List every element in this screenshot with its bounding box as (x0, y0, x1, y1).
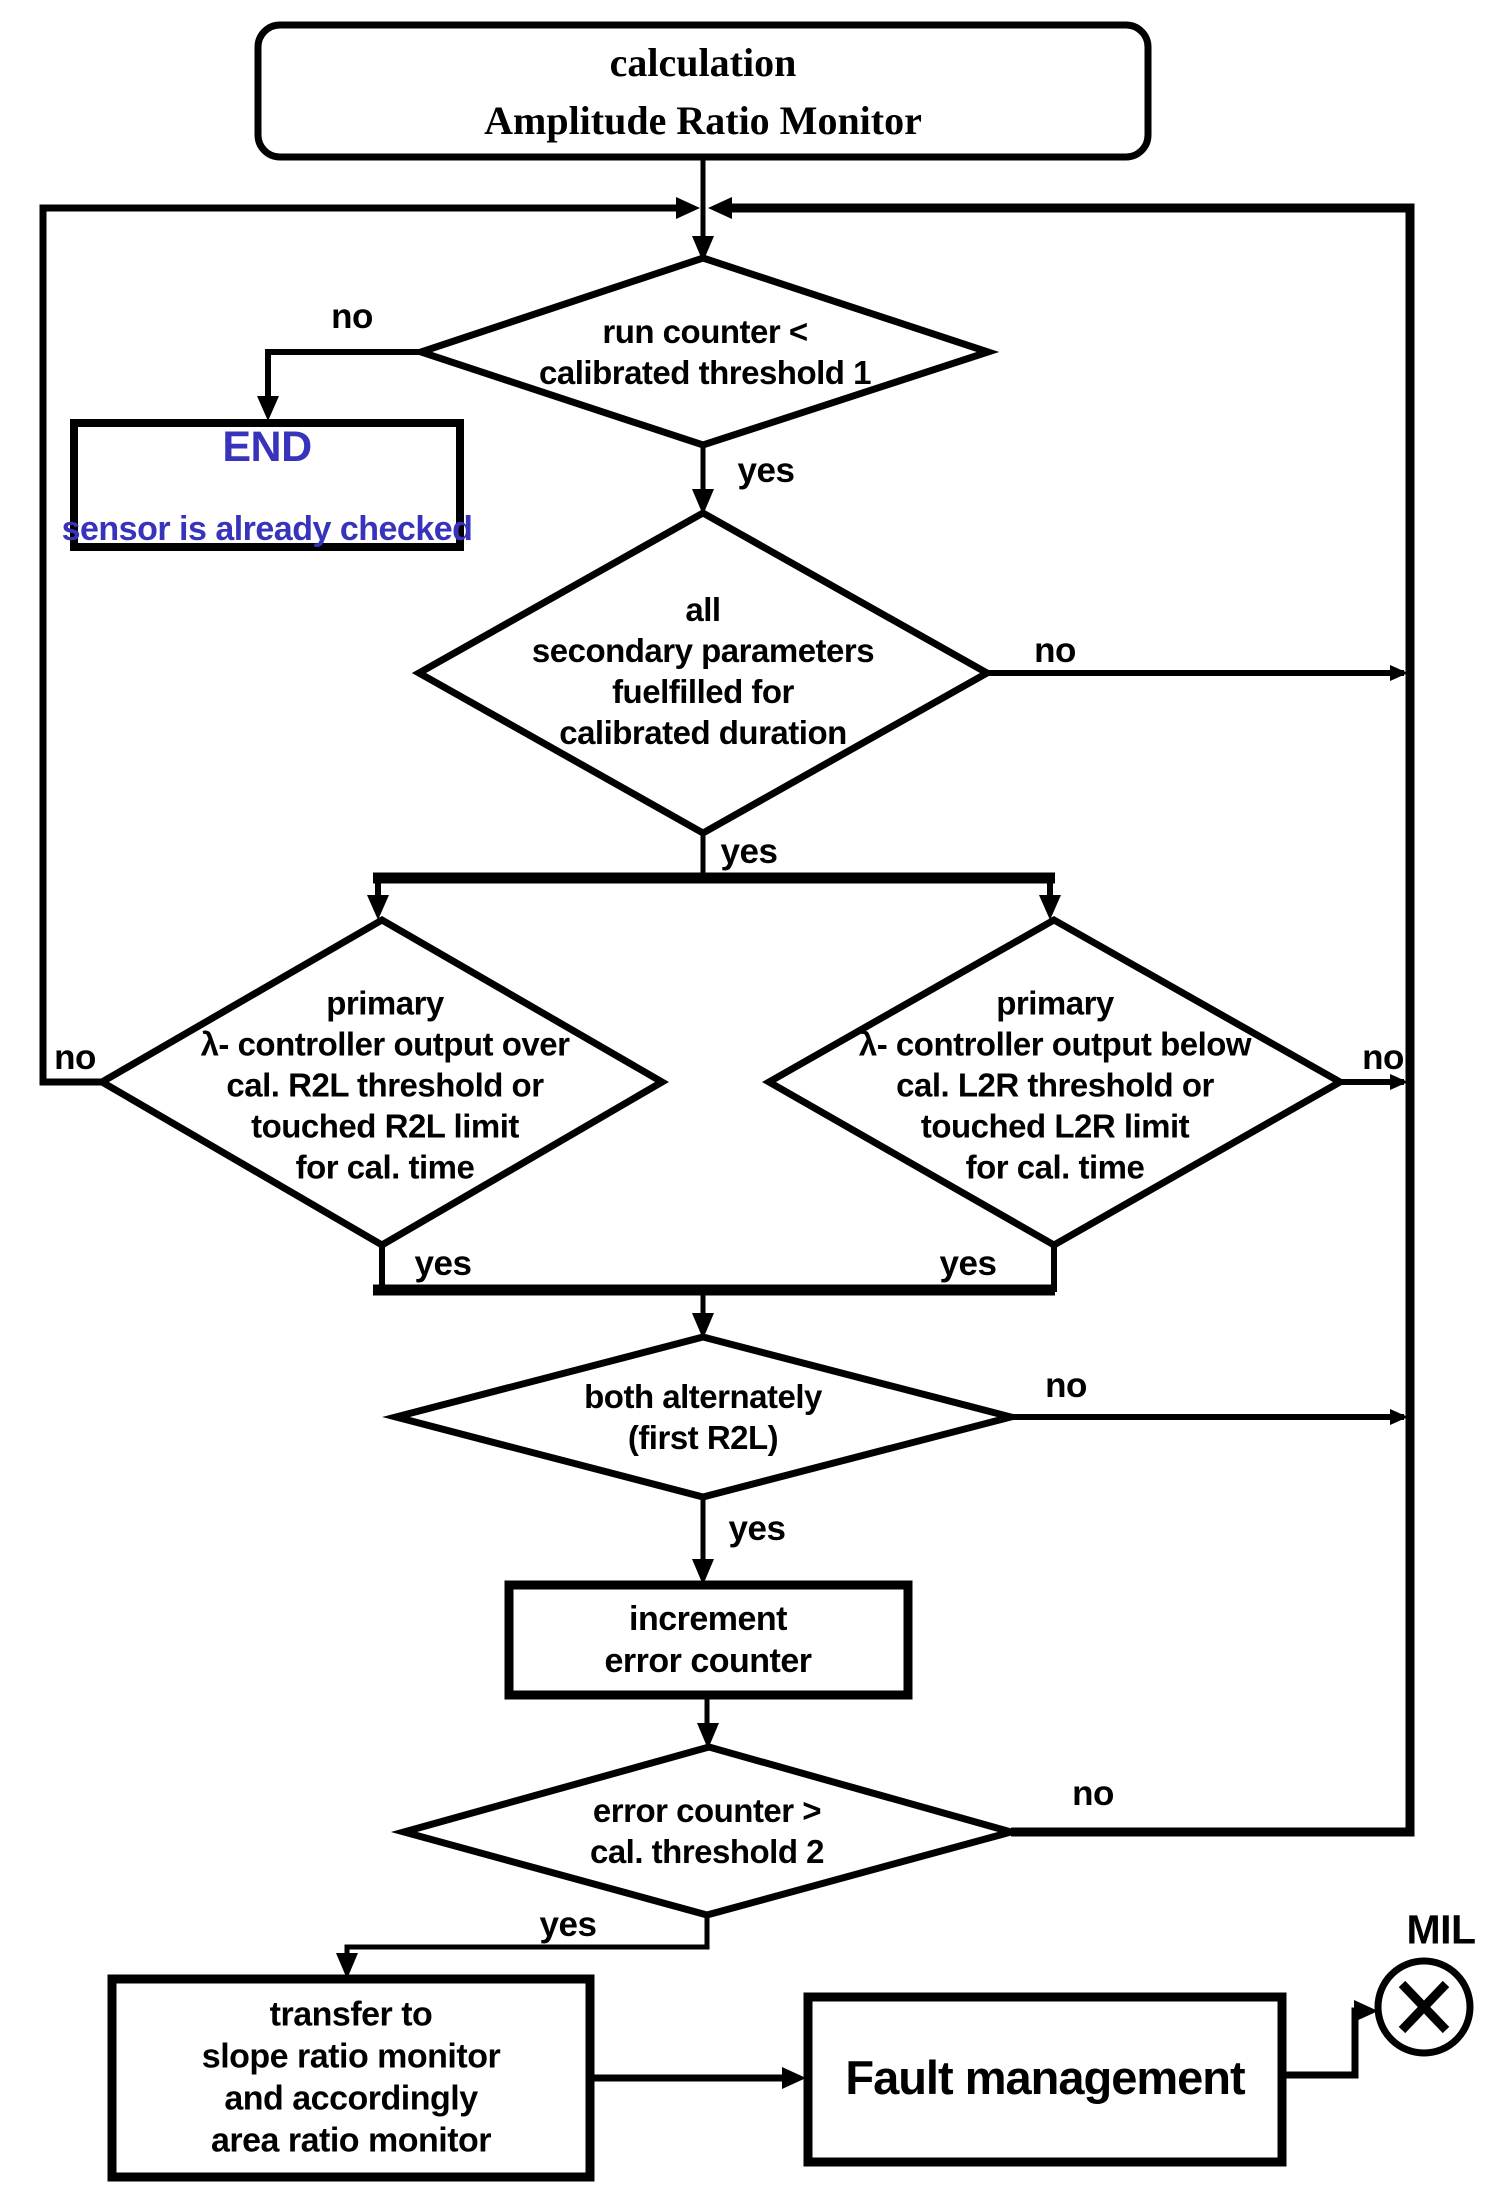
arrow-into-run-counter (692, 236, 714, 262)
edge-left-feedback-loop (39, 204, 678, 1086)
edge-error-yes (344, 1915, 710, 1956)
arrow-into-fault (782, 2067, 806, 2089)
edge-label-error-yes: yes (539, 1905, 597, 1944)
arrow-into-mil (1354, 2000, 1378, 2022)
edge-label-secondary-yes: yes (720, 832, 778, 871)
edge-right-feedback-loop (730, 203, 1415, 1837)
arrow-into-transfer (336, 1953, 358, 1979)
arrow-into-error (697, 1723, 719, 1749)
edge-run-counter-no (265, 349, 421, 402)
arrow-into-r2l (367, 895, 389, 920)
fault-node-shape (803, 1992, 1287, 2167)
mil-label: MIL (1406, 1906, 1476, 1953)
l2r-label: primary λ- controller output below cal. … (858, 984, 1252, 1186)
edge-label-error-no: no (1072, 1774, 1114, 1813)
arrow-secondary-no-junction (1390, 665, 1408, 681)
transfer-node-shape (107, 1974, 595, 2182)
end-node-shape (70, 419, 464, 551)
edge-label-l2r-yes: yes (939, 1244, 997, 1283)
increment-label: increment error counter (604, 1599, 813, 1680)
edge-label-both-yes: yes (728, 1509, 786, 1548)
edge-label-run-counter-yes: yes (737, 451, 795, 490)
edge-fault-to-mil (1282, 2007, 1359, 2079)
arrow-both-no-junction (1390, 1409, 1408, 1425)
arrow-left-feedback (676, 197, 700, 219)
r2l-label: primary λ- controller output over cal. R… (200, 984, 570, 1186)
arrow-into-increment (692, 1559, 714, 1585)
edge-label-r2l-no: no (54, 1038, 96, 1077)
run-counter-diamond (409, 254, 1000, 449)
error-counter-label: error counter > cal. threshold 2 (589, 1792, 825, 1870)
arrow-right-feedback (708, 197, 732, 219)
secondary-params-label: all secondary parameters fuelfilled for … (531, 591, 875, 751)
transfer-label: transfer to slope ratio monitor and acco… (201, 1995, 501, 2161)
increment-node-shape (504, 1580, 913, 1700)
start-node-label: calculation Amplitude Ratio Monitor (484, 40, 922, 143)
arrow-l2r-no-junction (1390, 1074, 1408, 1090)
r2l-diamond (95, 915, 669, 1250)
mil-lamp-x-stroke2 (1398, 1980, 1450, 2034)
fault-management-label: Fault management (845, 2050, 1245, 2104)
end-title: END (222, 422, 312, 471)
arrow-into-end (257, 396, 279, 421)
edge-label-both-no: no (1045, 1366, 1087, 1405)
arrow-into-l2r (1039, 895, 1061, 920)
both-alternately-label: both alternately (first R2L) (584, 1378, 822, 1456)
end-subtitle: sensor is already checked (61, 510, 473, 549)
edge-label-r2l-yes: yes (414, 1244, 472, 1283)
start-node-shape (254, 21, 1152, 161)
end-node-label: END sensor is already checked (62, 385, 473, 587)
edge-label-secondary-no: no (1034, 631, 1076, 670)
arrow-into-both (692, 1313, 714, 1339)
run-counter-label: run counter < calibrated threshold 1 (539, 313, 871, 391)
edge-label-run-counter-no: no (331, 297, 373, 336)
l2r-diamond (761, 915, 1348, 1250)
both-alternately-diamond (382, 1333, 1025, 1501)
error-counter-diamond (390, 1743, 1025, 1919)
arrow-into-secondary (692, 489, 714, 515)
edge-label-l2r-no: no (1362, 1038, 1404, 1077)
secondary-params-diamond (411, 508, 995, 838)
